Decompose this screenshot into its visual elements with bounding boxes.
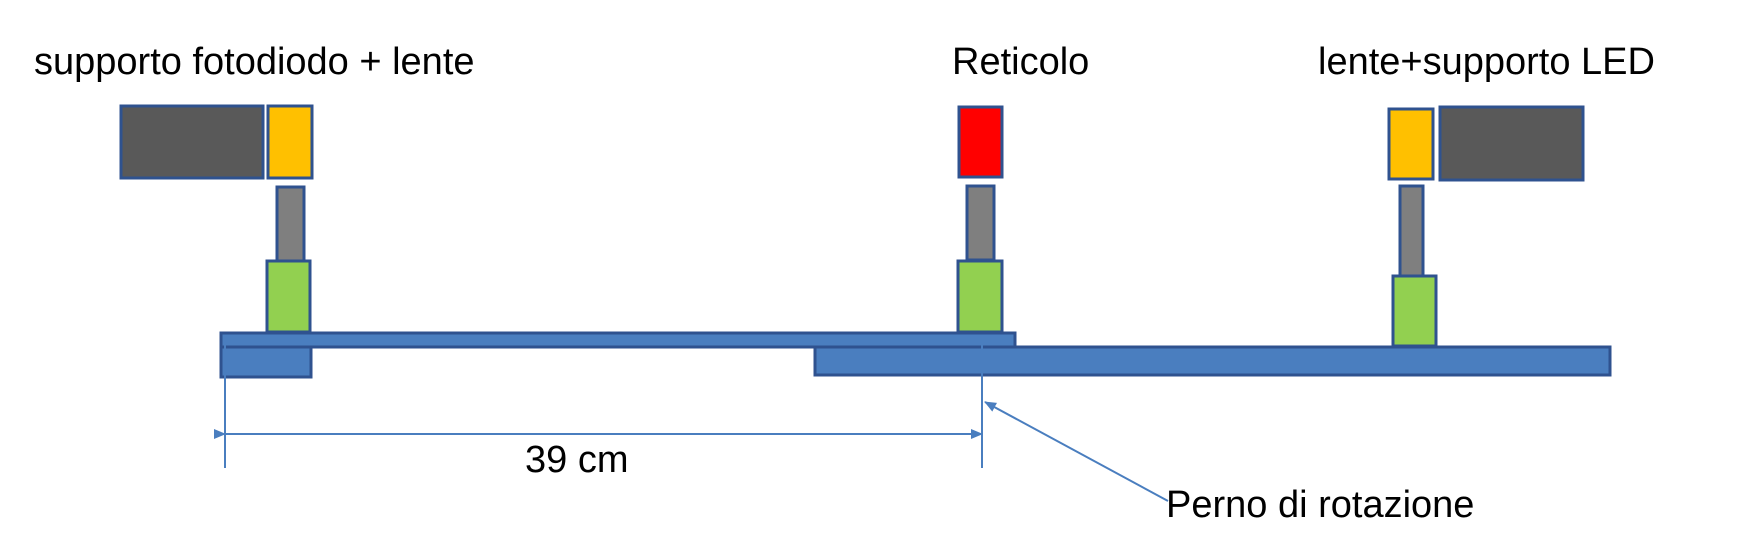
led-holder (1438, 105, 1585, 182)
photodiode-holder (119, 104, 265, 180)
grating (957, 105, 1004, 179)
label-pivot: Perno di rotazione (1166, 484, 1474, 526)
left-carrier (265, 259, 312, 334)
label-photodiode-lens-support: supporto fotodiodo + lente (34, 41, 475, 83)
rail-right (813, 345, 1612, 377)
right-carrier (1391, 274, 1438, 348)
right-post (1398, 184, 1425, 278)
label-lens-led-support: lente+supporto LED (1318, 41, 1655, 83)
label-grating: Reticolo (952, 41, 1089, 83)
left-lens (266, 104, 314, 180)
pivot-leader-arrow (984, 401, 1169, 502)
rail-left-arm (219, 331, 1017, 349)
right-lens (1387, 107, 1435, 181)
left-post (275, 185, 306, 263)
center-carrier (956, 259, 1004, 334)
center-post (965, 184, 996, 262)
label-distance: 39 cm (525, 439, 628, 481)
